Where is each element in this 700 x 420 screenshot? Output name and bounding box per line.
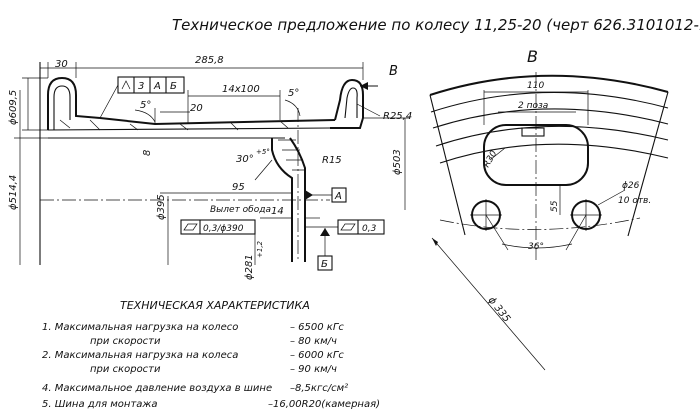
- dim-2-poza: 2 поза: [518, 101, 548, 111]
- frame-left-tolerance: 0,3/ϕ390: [203, 224, 244, 234]
- spec-row-4-label: при скорости: [90, 364, 161, 375]
- dim-phi-503: ϕ503: [392, 149, 403, 175]
- document-title: Техническое предложение по колесу 11,25-…: [172, 16, 700, 34]
- dim-14x100: 14x100: [222, 84, 260, 95]
- dim-r15: R15: [322, 155, 342, 166]
- frame-top-cell-3: Б: [170, 81, 177, 92]
- dim-8: 8: [142, 150, 153, 156]
- dim-10-holes: 10 отв.: [618, 196, 651, 206]
- spec-row-6-label: 5. Шина для монтажа: [42, 399, 158, 410]
- dim-20: 20: [190, 103, 203, 114]
- spec-row-4-value: – 90 км/ч: [290, 364, 337, 375]
- spec-row-1-label: 1. Максимальная нагрузка на колесо: [42, 322, 238, 333]
- frame-top-cell-2: А: [153, 81, 161, 92]
- dim-285-8: 285,8: [195, 55, 224, 66]
- dim-phi-281-tolerance: +1,2: [256, 240, 264, 258]
- dim-55: 55: [550, 200, 560, 212]
- dim-95: 95: [232, 182, 245, 193]
- spec-row-5-label: 4. Максимальное давление воздуха в шине: [42, 383, 272, 394]
- dim-phi-281: ϕ281: [244, 254, 255, 280]
- spec-row-2-label: при скорости: [90, 336, 161, 347]
- spec-heading: ТЕХНИЧЕСКАЯ ХАРАКТЕРИСТИКА: [120, 299, 310, 312]
- datum-a: А: [334, 191, 342, 202]
- spec-row-1-value: – 6500 кГс: [290, 322, 344, 333]
- spec-row-3-label: 2. Максимальная нагрузка на колеса: [42, 350, 238, 361]
- arrow-label-v: В: [389, 64, 398, 79]
- label-vylet-oboda: Вылет обода: [210, 205, 271, 215]
- view-b-label: В: [527, 47, 538, 66]
- angle-30: 30°: [236, 154, 254, 165]
- spec-row-3-value: – 6000 кГс: [290, 350, 344, 361]
- dim-phi-395: ϕ395: [156, 194, 167, 220]
- dim-14: 14: [271, 206, 284, 217]
- spec-row-5-value: –8,5кгс/см²: [290, 383, 348, 394]
- spec-row-6-value: –16,00R20(камерная): [268, 399, 380, 410]
- wheel-section-drawing: [14, 62, 410, 271]
- dim-phi-26: ϕ26: [622, 181, 640, 191]
- angle-5-right: 5°: [288, 88, 299, 99]
- frame-right-tolerance: 0,3: [362, 224, 377, 234]
- dim-110: 110: [527, 81, 544, 91]
- frame-top-cell-1: 3: [138, 81, 144, 92]
- view-b-drawing: [429, 72, 669, 371]
- dim-r25-4: R25,4: [383, 111, 412, 122]
- angle-30-tolerance: +5°: [256, 148, 270, 156]
- datum-b: Б: [321, 259, 328, 270]
- dim-phi-335: ϕ 335: [486, 295, 512, 325]
- dim-phi-514-4: ϕ514,4: [8, 175, 19, 210]
- dim-30: 30: [55, 59, 68, 70]
- dim-36-deg: 36°: [528, 242, 544, 252]
- spec-row-2-value: – 80 км/ч: [290, 336, 337, 347]
- angle-5-left: 5°: [140, 100, 151, 111]
- dim-phi-609-5: ϕ609,5: [8, 90, 19, 125]
